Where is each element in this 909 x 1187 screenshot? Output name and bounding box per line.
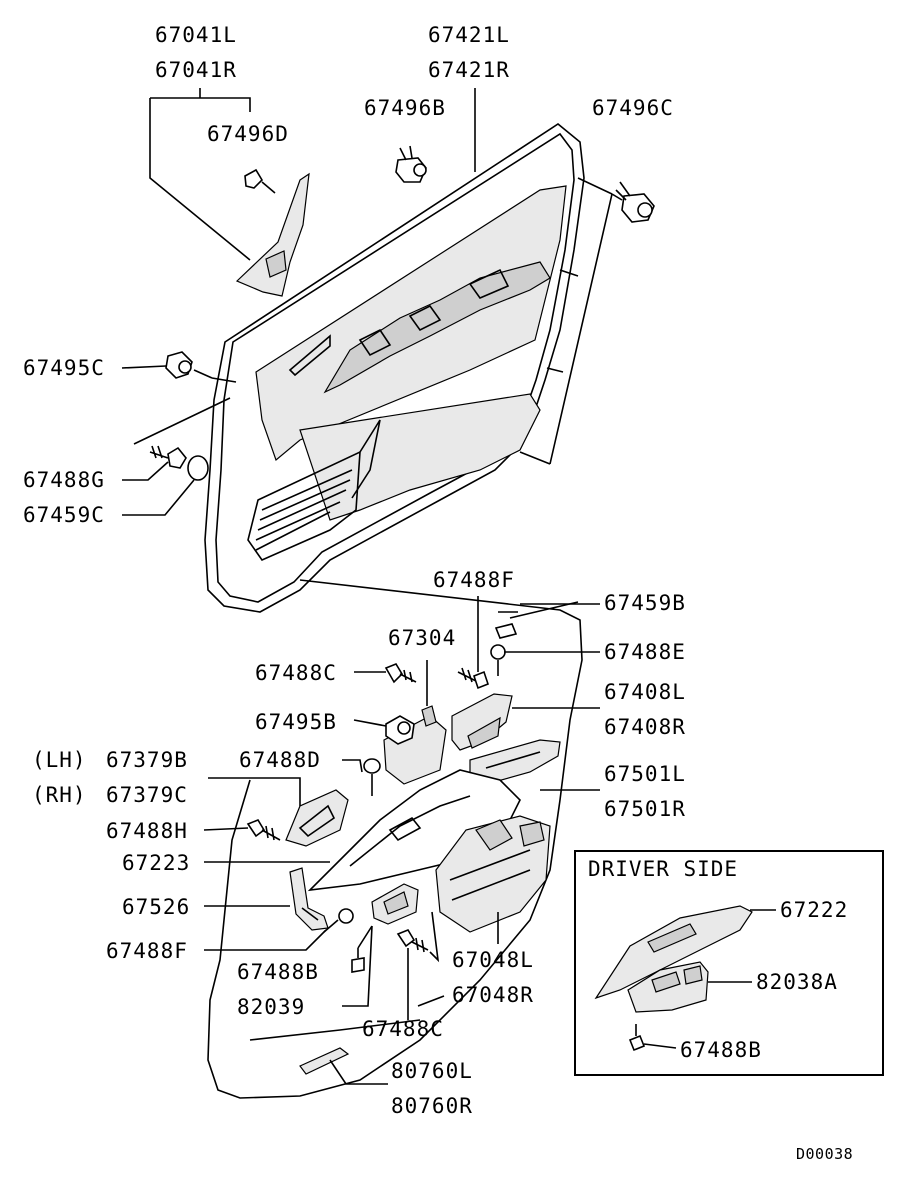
cap-67459C — [187, 455, 209, 481]
part-label-67495C: 67495C — [23, 356, 105, 380]
inset-trim-67222 — [594, 905, 776, 1000]
part-label-67495B: 67495B — [255, 710, 337, 734]
door-trim-panel — [204, 123, 585, 613]
switch-67048 — [435, 815, 551, 933]
label-rh: (RH) — [32, 783, 87, 807]
screw-67488D — [363, 758, 381, 796]
part-label-82039: 82039 — [237, 995, 306, 1019]
part-label-67041L: 67041L — [155, 23, 237, 47]
leader-lines-left — [121, 365, 231, 516]
part-label-67488G: 67488G — [23, 468, 105, 492]
screw-67488F-top — [457, 667, 489, 690]
screw-67488H — [246, 819, 281, 841]
screw-67488F-bottom — [323, 908, 354, 933]
cap-67459B — [494, 623, 518, 639]
part-label-67222: 67222 — [780, 898, 849, 922]
part-label-67496C: 67496C — [592, 96, 674, 120]
part-label-67496D: 67496D — [207, 122, 289, 146]
part-label-67408L: 67408L — [604, 680, 686, 704]
part-label-67048R: 67048R — [452, 983, 534, 1007]
part-label-67459C: 67459C — [23, 503, 105, 527]
part-label-67421L: 67421L — [428, 23, 510, 47]
part-label-67488C-bottom: 67488C — [362, 1017, 444, 1041]
trim-base-67223 — [307, 769, 521, 892]
part-label-67304: 67304 — [388, 626, 457, 650]
door-corner-garnish — [149, 88, 310, 297]
part-label-80760R: 80760R — [391, 1094, 473, 1118]
part-label-67488B: 67488B — [237, 960, 319, 984]
part-label-67379B: 67379B — [106, 748, 188, 772]
screw-67488G — [149, 445, 187, 469]
part-label-67379C: 67379C — [106, 783, 188, 807]
label-lh: (LH) — [32, 748, 87, 772]
part-label-67488C-top: 67488C — [255, 661, 337, 685]
part-label-67223: 67223 — [122, 851, 191, 875]
part-label-67496B: 67496B — [364, 96, 446, 120]
part-label-82038A: 82038A — [756, 970, 838, 994]
part-label-67488B-inset: 67488B — [680, 1038, 762, 1062]
driver-side-inset — [574, 850, 884, 1076]
inset-title: DRIVER SIDE — [588, 857, 739, 881]
screw-67488C-top — [384, 663, 417, 684]
part-label-67501R: 67501R — [604, 797, 686, 821]
clip-67495B — [385, 715, 415, 745]
part-label-67421R: 67421R — [428, 58, 510, 82]
part-label-67488F-top: 67488F — [433, 568, 515, 592]
part-label-80760L: 80760L — [391, 1059, 473, 1083]
clip-67496D — [244, 168, 276, 194]
inset-screw-67488B — [628, 1024, 677, 1052]
screw-67488B — [351, 925, 373, 973]
clip-bracket-lines — [519, 177, 613, 465]
part-label-67048L: 67048L — [452, 948, 534, 972]
inside-handle-67379 — [208, 777, 349, 847]
bracket-67526 — [289, 867, 329, 931]
inset-switch-82038A — [627, 961, 752, 1013]
part-label-67488H: 67488H — [106, 819, 188, 843]
screw-67488C-bottom — [396, 929, 429, 953]
clip-67496C — [611, 181, 655, 223]
part-label-67488E: 67488E — [604, 640, 686, 664]
part-label-67459B: 67459B — [604, 591, 686, 615]
clip-67496B — [395, 145, 427, 183]
part-label-67526: 67526 — [122, 895, 191, 919]
clip-67495C — [165, 351, 237, 383]
part-label-67501L: 67501L — [604, 762, 686, 786]
part-label-67041R: 67041R — [155, 58, 237, 82]
part-label-67488F-bottom: 67488F — [106, 939, 188, 963]
diagram-code: D00038 — [796, 1145, 854, 1163]
switch-82039 — [371, 883, 419, 925]
leader-lines-lower — [203, 596, 600, 1020]
reflector-80760 — [299, 1047, 388, 1085]
handle-bezel-67408 — [451, 693, 600, 751]
part-label-67488D: 67488D — [239, 748, 321, 772]
part-label-67408R: 67408R — [604, 715, 686, 739]
screw-67488E — [490, 644, 506, 676]
